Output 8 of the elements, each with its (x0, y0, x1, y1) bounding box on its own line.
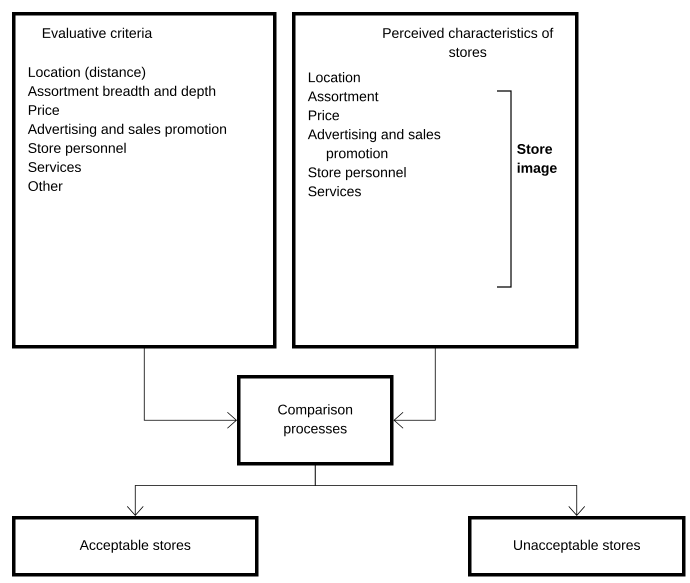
process-box: Acceptable stores (12, 516, 258, 576)
arrow (394, 348, 436, 429)
process-box: Comparison processes (237, 375, 394, 466)
process-box: Unacceptable stores (468, 516, 686, 576)
characteristics-box: Perceived characteristics of stores Location Assortment Price Advertising and sales promotion Store personnel Services Store image (292, 12, 578, 348)
criteria-box: Evaluative criteria Location (distance) Assortment breadth and depth Price Advertising and sales promotion Store personnel Services Other (12, 12, 276, 348)
arrow (314, 465, 586, 516)
arrow (144, 348, 237, 429)
